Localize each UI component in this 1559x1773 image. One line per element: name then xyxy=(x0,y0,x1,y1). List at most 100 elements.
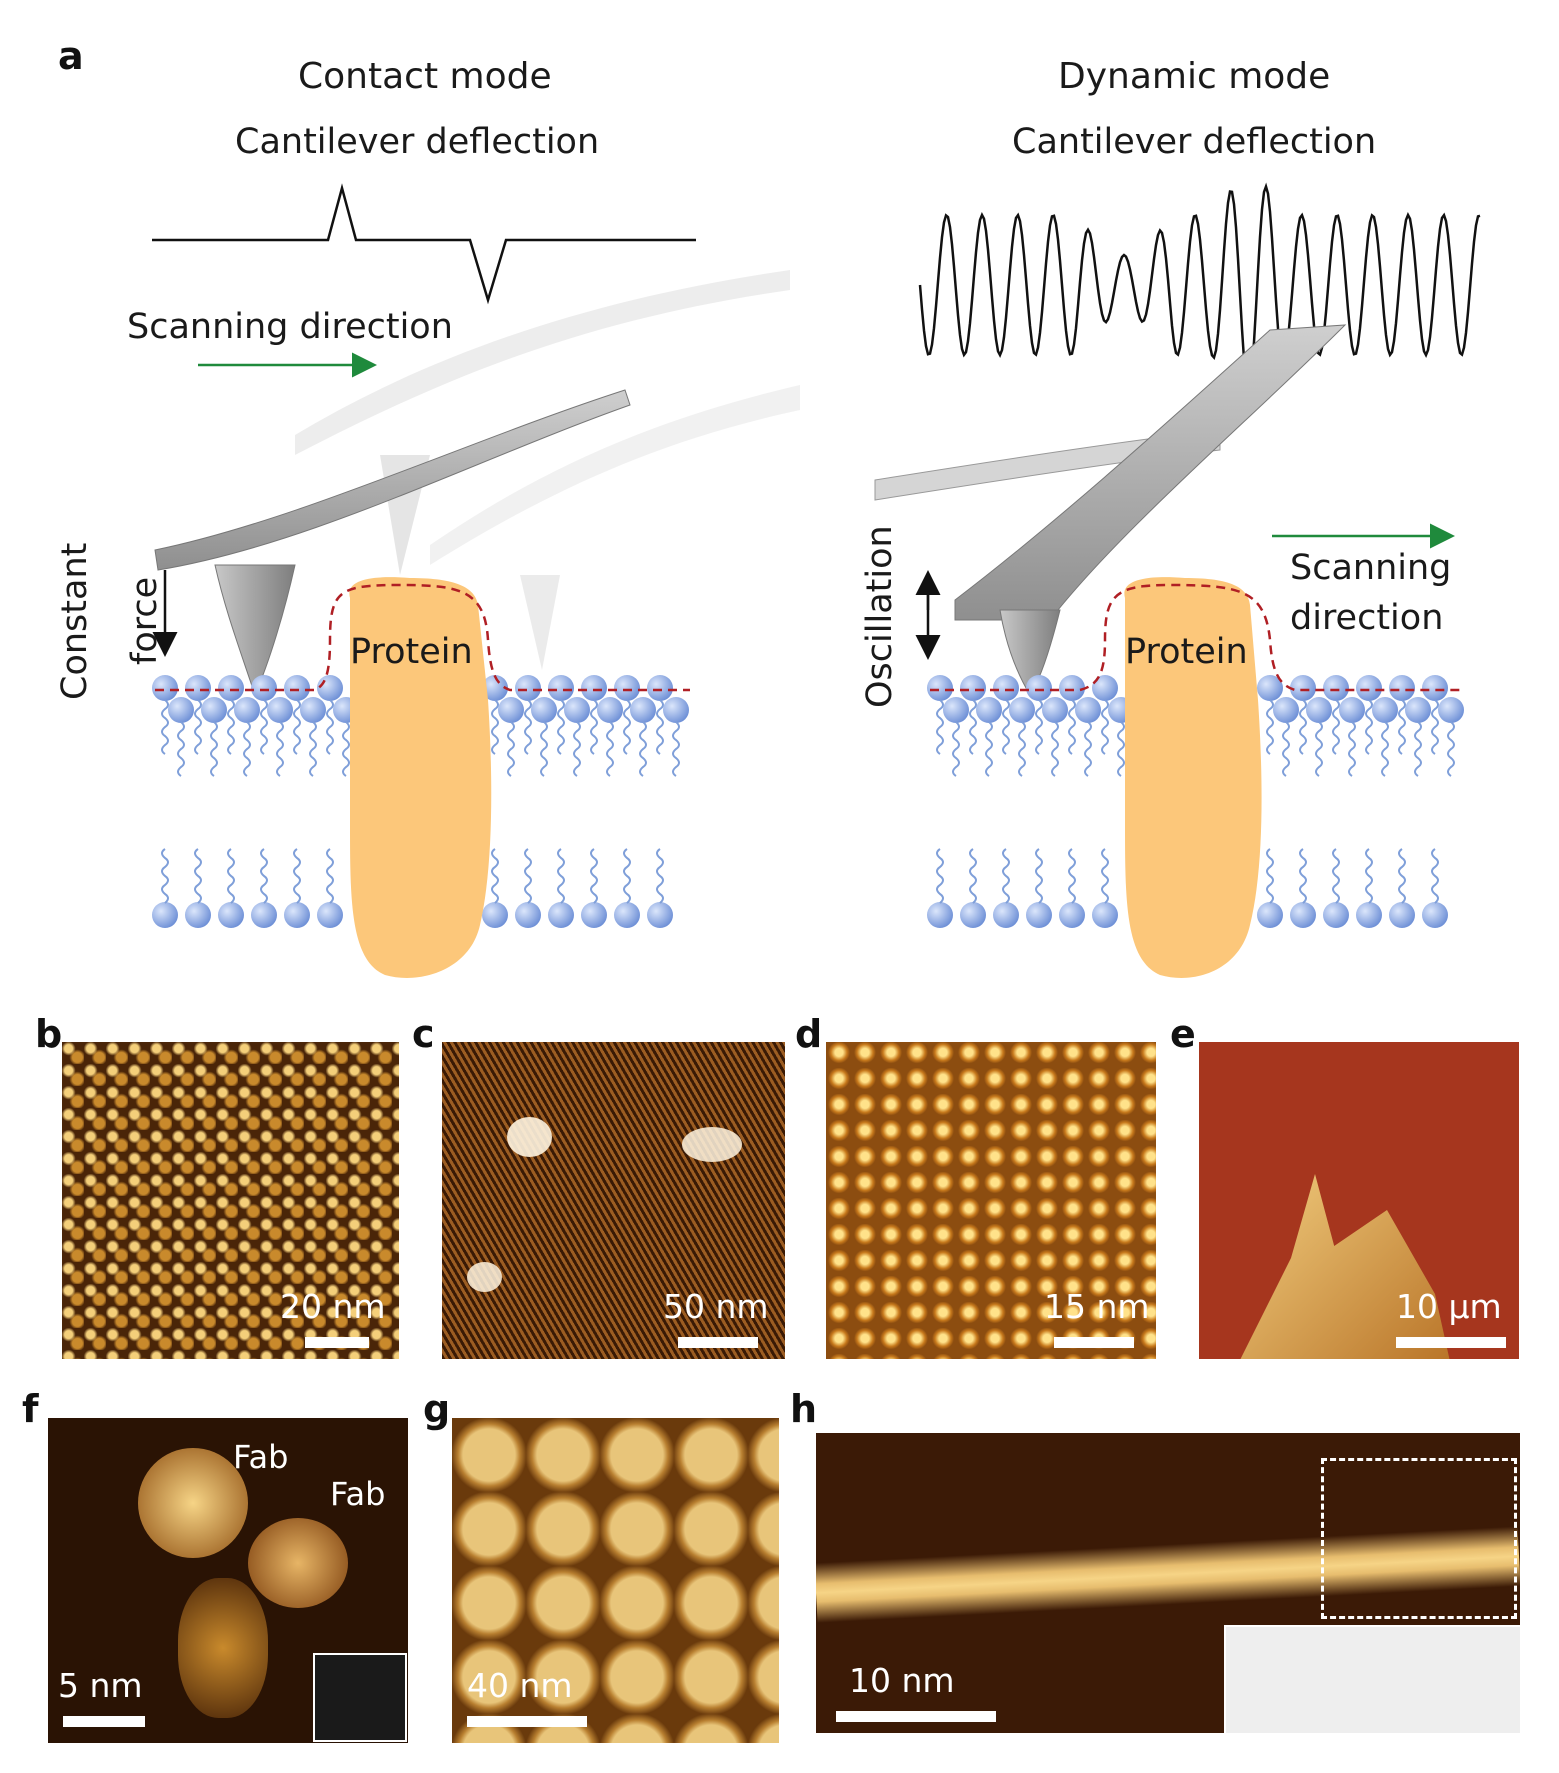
lipid-tail xyxy=(1332,699,1340,755)
dynamic-mode-title: Dynamic mode xyxy=(1058,56,1331,97)
lipid-tail xyxy=(1002,848,1010,904)
lipid-head xyxy=(251,902,277,928)
lipid-head xyxy=(185,902,211,928)
lipid-tail xyxy=(1398,699,1406,755)
lipid-tail xyxy=(1101,848,1109,904)
lipid-tail xyxy=(985,721,993,777)
lipid-head xyxy=(251,675,277,701)
dynamic-scan-label-2: direction xyxy=(1290,598,1444,638)
membrane-dynamic xyxy=(927,675,1464,928)
lipid-tail xyxy=(540,721,548,777)
panel-h-image: 10 nm xyxy=(816,1433,1520,1733)
lipid-tail xyxy=(1051,721,1059,777)
lipid-tail xyxy=(1068,848,1076,904)
lipid-head xyxy=(927,902,953,928)
lipid-tail xyxy=(936,848,944,904)
panel-f-image: Fab Fab 5 nm xyxy=(48,1418,408,1743)
lipid-tail xyxy=(227,848,235,904)
panel-e-image: 10 μm xyxy=(1199,1042,1519,1359)
oscillation-label: Oscillation xyxy=(860,525,900,708)
lipid-head xyxy=(943,697,969,723)
lipid-tail xyxy=(491,699,499,755)
contact-scan-label: Scanning direction xyxy=(127,307,453,347)
lipid-tail xyxy=(656,848,664,904)
lipid-head xyxy=(647,902,673,928)
panel-h-scale: 10 nm xyxy=(849,1661,955,1700)
lipid-head xyxy=(317,902,343,928)
lipid-tail xyxy=(524,699,532,755)
fab-label-1: Fab xyxy=(233,1438,289,1476)
lipid-tail xyxy=(177,721,185,777)
panel-f-letter: f xyxy=(22,1387,39,1431)
panel-c-letter: c xyxy=(412,1012,435,1056)
panel-f-scale: 5 nm xyxy=(58,1666,143,1705)
lipid-head xyxy=(614,902,640,928)
lipid-tail xyxy=(1365,699,1373,755)
lipid-head xyxy=(548,675,574,701)
lipid-head xyxy=(1059,902,1085,928)
lipid-tail xyxy=(936,699,944,755)
lipid-head xyxy=(1290,675,1316,701)
lipid-head xyxy=(267,697,293,723)
lipid-tail xyxy=(1447,721,1455,777)
panel-g-image: 40 nm xyxy=(452,1418,779,1743)
lipid-tail xyxy=(309,721,317,777)
lipid-head xyxy=(1092,902,1118,928)
dynamic-deflection-trace xyxy=(918,182,1481,394)
contact-tip xyxy=(214,564,296,697)
lipid-tail xyxy=(969,699,977,755)
panel-g-scale: 40 nm xyxy=(467,1666,573,1705)
panel-e-scale: 10 μm xyxy=(1396,1287,1502,1326)
lipid-head xyxy=(1092,675,1118,701)
contact-cantilever xyxy=(154,389,631,571)
lipid-tail xyxy=(623,848,631,904)
lipid-tail xyxy=(557,699,565,755)
panel-e-letter: e xyxy=(1170,1012,1196,1056)
lipid-tail xyxy=(161,699,169,755)
lipid-head xyxy=(1422,675,1448,701)
lipid-tail xyxy=(243,721,251,777)
lipid-head xyxy=(960,902,986,928)
lipid-tail xyxy=(1068,699,1076,755)
lipid-tail xyxy=(1299,848,1307,904)
lipid-tail xyxy=(1381,721,1389,777)
lipid-head xyxy=(218,675,244,701)
lipid-tail xyxy=(590,848,598,904)
lipid-tail xyxy=(952,721,960,777)
panel-g-letter: g xyxy=(423,1387,451,1431)
lipid-head xyxy=(317,675,343,701)
lipid-head xyxy=(284,675,310,701)
lipid-tail xyxy=(1101,699,1109,755)
protein-contact xyxy=(349,577,492,978)
force-label-line1: Constant xyxy=(55,542,95,700)
lipid-tail xyxy=(342,721,350,777)
panel-d-image: 15 nm xyxy=(826,1042,1156,1359)
lipid-head xyxy=(1389,902,1415,928)
lipid-tail xyxy=(623,699,631,755)
fab-label-2: Fab xyxy=(330,1475,386,1513)
lipid-head xyxy=(1042,697,1068,723)
lipid-head xyxy=(152,675,178,701)
lipid-tail xyxy=(1117,721,1125,777)
lipid-tail xyxy=(293,699,301,755)
lipid-head xyxy=(564,697,590,723)
lipid-tail xyxy=(590,699,598,755)
contact-trace-dashed xyxy=(155,583,690,692)
zoom-box xyxy=(1321,1458,1517,1619)
lipid-tail xyxy=(557,848,565,904)
lipid-head xyxy=(218,902,244,928)
lipid-head xyxy=(581,675,607,701)
antibody-inset xyxy=(313,1653,407,1742)
lipid-tail xyxy=(524,848,532,904)
lipid-tail xyxy=(606,721,614,777)
lipid-head xyxy=(168,697,194,723)
lipid-head xyxy=(1339,697,1365,723)
lipid-tail xyxy=(260,699,268,755)
lipid-tail xyxy=(1035,699,1043,755)
lipid-head xyxy=(1075,697,1101,723)
dynamic-cantilever xyxy=(954,324,1347,621)
lipid-tail xyxy=(194,699,202,755)
lipid-head xyxy=(647,675,673,701)
lipid-head xyxy=(1356,902,1382,928)
lipid-tail xyxy=(293,848,301,904)
